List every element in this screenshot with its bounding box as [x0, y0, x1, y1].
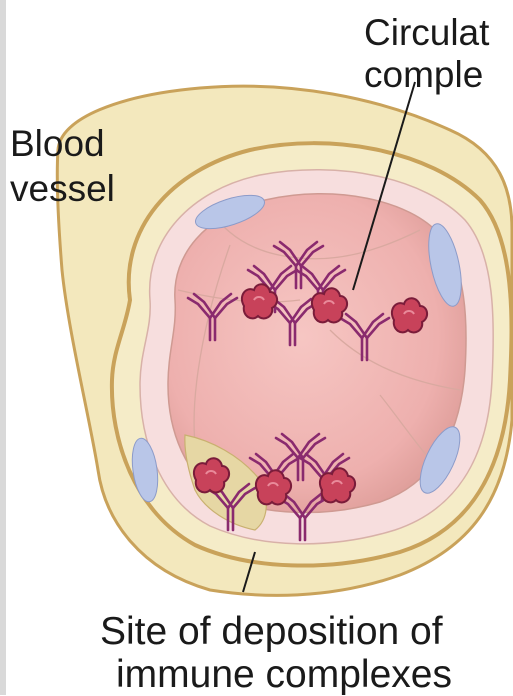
label-site-line2: immune complexes: [116, 655, 452, 694]
label-vessel: vessel: [10, 170, 115, 207]
label-circulating-line2: comple: [364, 56, 483, 93]
label-blood: Blood: [10, 125, 105, 162]
label-circulating-line1: Circulat: [364, 14, 489, 51]
label-site-line1: Site of deposition of: [100, 612, 443, 651]
